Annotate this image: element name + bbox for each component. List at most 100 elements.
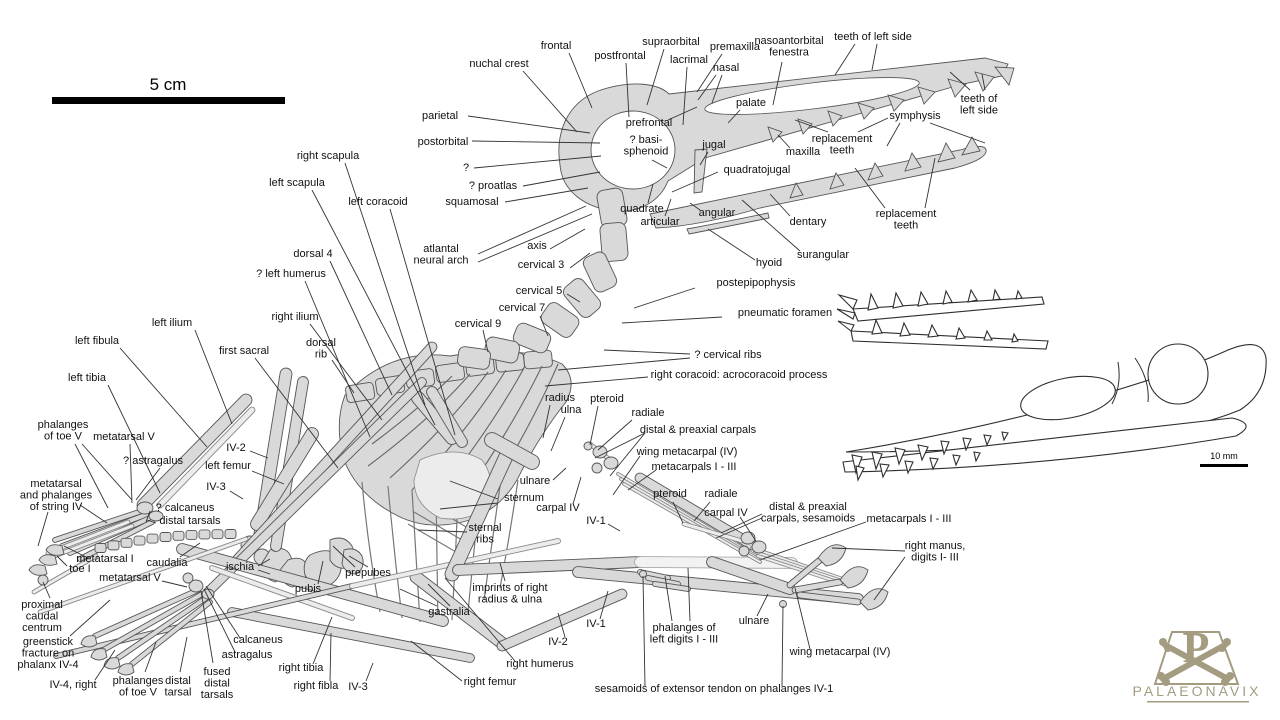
leader-line [667,106,698,121]
leader-line [329,632,332,682]
leader-line [854,167,886,209]
bone-shaft [93,588,200,638]
anatomy-label: ? left humerus [256,268,326,280]
caudal-vertebra [133,535,146,546]
leader-line [756,593,769,617]
anatomy-label: ischia [226,561,255,573]
leader-line [146,519,157,524]
hyoid-rod [686,212,770,235]
leader-line [309,323,383,421]
anatomy-label: ulnare [520,475,551,487]
anatomy-label: parietal [422,110,458,122]
leader-line [557,612,566,638]
leader-line [144,641,157,673]
leader-line [410,640,463,682]
caudal-vertebra [146,533,159,544]
anatomy-label: IV-2 [548,636,568,648]
bone-shaft [54,584,354,658]
anatomy-label: metacarpals I - III [867,513,952,525]
anatomy-label: dentary [790,216,827,228]
anatomy-label: IV-1 [586,515,606,527]
anatomy-label: angular [699,207,736,219]
anatomy-label: supraorbital [642,36,699,48]
leader-line [63,545,89,559]
leader-line [607,523,621,532]
bone-shaft [427,387,467,447]
anatomy-label: ? basi-sphenoid [624,134,669,158]
leader-line [625,62,630,118]
leader-line [544,376,649,387]
anatomy-label: ? [463,162,469,174]
leader-line [589,405,599,446]
leader-line [81,443,133,501]
anatomy-label: ? calcaneus [156,502,215,514]
anatomy-label: nasal [713,62,739,74]
caudal-vertebra [185,530,198,540]
caudal-vertebra [94,543,107,553]
logo-underline [1147,701,1249,703]
upper-teeth [767,66,1015,143]
anatomy-label: pneumatic foramen [738,307,832,319]
anatomy-label: teeth of left side [834,31,912,43]
nasoantorbital-fenestra-opening [704,77,920,115]
bone-shaft [38,537,248,614]
leader-line [621,316,723,324]
bone-shaft [485,433,539,469]
anatomy-label: left fibula [75,335,120,347]
leader-line [924,157,936,209]
anatomy-label: astragalus [222,649,273,661]
anatomy-label: articular [640,216,679,228]
anatomy-label: right scapula [297,150,360,162]
anatomy-label: cervical 5 [516,285,562,297]
bone-shaft [210,566,354,620]
inset-fragment1-teeth [836,288,1023,320]
anatomy-label: right tibia [279,662,325,674]
leader-line [759,521,867,561]
anatomy-label: right ilium [271,311,318,323]
leader-line [194,329,233,425]
caudal-vertebra [159,532,172,542]
logo-monogram: P [1183,623,1210,672]
leader-line [569,252,591,269]
anatomy-label: right humerus [506,658,574,670]
leader-line [647,183,654,204]
long-bones [31,341,864,667]
leader-line [504,187,589,203]
caudal-vertebra [120,537,133,548]
leader-line [566,293,581,303]
bone-shaft [453,557,645,575]
anatomy-label: pteroid [653,488,687,500]
bone-shaft [635,473,757,550]
leader-line [715,517,763,539]
anatomy-label: ? cervical ribs [694,349,762,361]
anatomy-label: radius [545,392,575,404]
anatomy-label: surangular [797,249,849,261]
leader-line [522,171,601,187]
leader-line [781,605,784,687]
leader-line [539,315,549,337]
leader-line [739,516,757,542]
leader-line [949,71,971,91]
anatomy-label: radiale [631,407,664,419]
leader-line [672,501,684,524]
anatomy-label: maxilla [786,146,821,158]
leader-line [627,469,657,491]
leader-line [129,443,133,504]
anatomy-label: jugal [701,139,725,151]
anatomy-label: IV-1 [586,618,606,630]
leader-line [332,545,356,568]
anatomy-label: sternum [504,492,544,504]
bone-shaft [232,342,437,565]
inset-scale-label: 10 mm [1210,451,1238,461]
bone-shaft [787,557,823,588]
leader-line [794,119,829,133]
leader-line [693,501,711,522]
bone-shaft [137,394,252,511]
leader-line [471,140,601,144]
bone-shaft [754,551,849,584]
bone-shaft [682,522,744,543]
